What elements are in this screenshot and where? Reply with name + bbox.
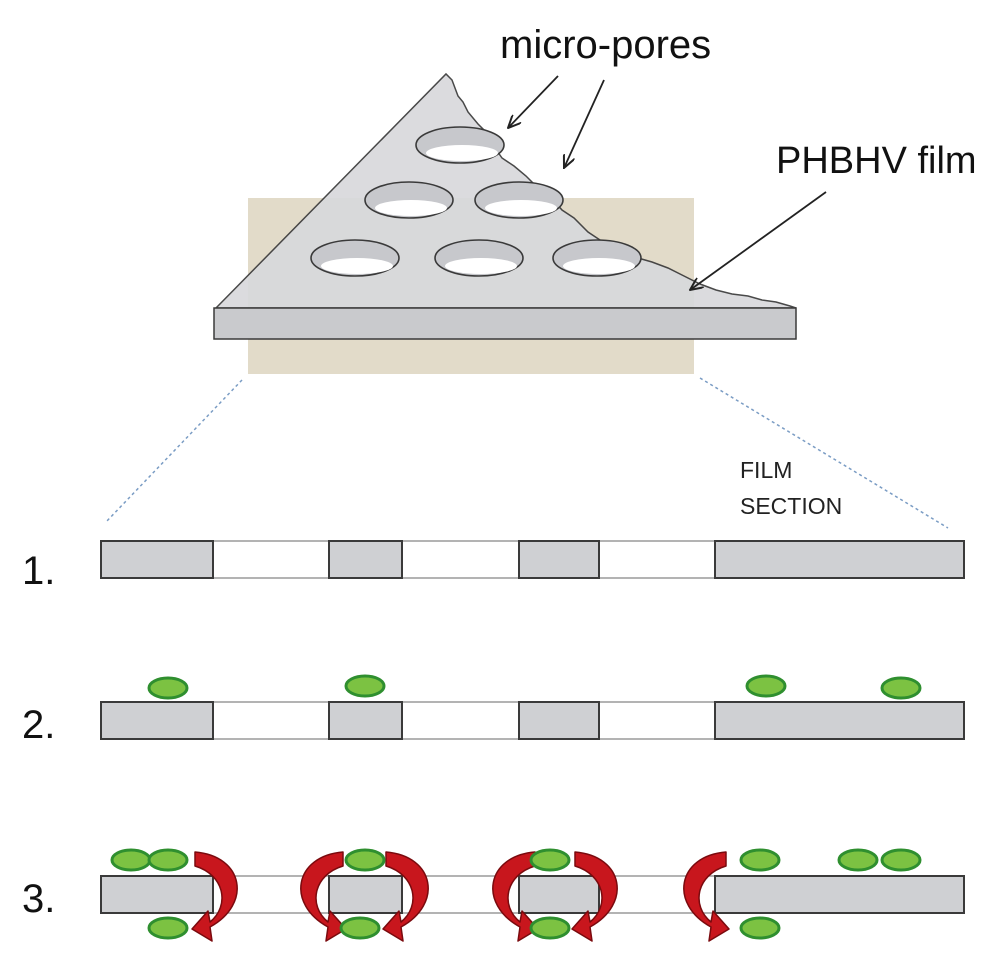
cell bbox=[147, 848, 189, 872]
step-number: 1. bbox=[22, 549, 55, 593]
curved-arrow bbox=[382, 851, 429, 942]
step-number: 3. bbox=[22, 877, 55, 921]
step-3: 3. bbox=[22, 848, 965, 942]
cell bbox=[880, 848, 922, 872]
film-segment bbox=[518, 540, 600, 579]
zoom-line-left bbox=[105, 379, 243, 523]
cell bbox=[344, 674, 386, 698]
cell bbox=[745, 674, 787, 698]
step-2: 2. bbox=[22, 674, 965, 747]
film-front-face bbox=[213, 307, 797, 340]
micro-pore bbox=[434, 239, 524, 277]
cell bbox=[529, 916, 571, 940]
curved-arrow bbox=[191, 851, 238, 942]
pointer-arrow bbox=[508, 75, 559, 128]
zoom-line-right bbox=[699, 377, 949, 529]
film-segment bbox=[714, 875, 965, 914]
micro-pore bbox=[474, 181, 564, 219]
curved-arrow bbox=[300, 851, 347, 942]
micro-pore bbox=[552, 239, 642, 277]
migration-arrows bbox=[191, 851, 730, 942]
step-number: 2. bbox=[22, 703, 55, 747]
film-segment bbox=[100, 540, 214, 579]
cell bbox=[344, 848, 386, 872]
film-segment bbox=[714, 701, 965, 740]
micro-pore bbox=[364, 181, 454, 219]
film-segment bbox=[518, 875, 600, 914]
micro-pore bbox=[310, 239, 400, 277]
micro-pores-label: micro-pores bbox=[500, 23, 711, 67]
film-segment bbox=[328, 540, 403, 579]
cell bbox=[147, 916, 189, 940]
pointer-arrow bbox=[690, 191, 827, 290]
micro-pore-holes bbox=[310, 126, 642, 277]
cell bbox=[339, 916, 381, 940]
curved-arrow bbox=[492, 851, 539, 942]
step-1: 1. bbox=[22, 540, 965, 593]
cell bbox=[739, 916, 781, 940]
film-segment bbox=[100, 875, 214, 914]
cell bbox=[147, 676, 189, 700]
film-section-label: FILM bbox=[740, 457, 792, 483]
film-segment bbox=[328, 701, 403, 740]
cell bbox=[880, 676, 922, 700]
film-segment bbox=[518, 701, 600, 740]
pointer-arrow bbox=[564, 79, 605, 168]
curved-arrow bbox=[571, 851, 618, 942]
cell bbox=[110, 848, 152, 872]
curved-arrow bbox=[683, 851, 730, 942]
film-segment bbox=[714, 540, 965, 579]
film-label: PHBHV film bbox=[776, 140, 977, 182]
cell bbox=[739, 848, 781, 872]
film-illustration: micro-pores PHBHV film bbox=[213, 23, 977, 374]
film-segment bbox=[328, 875, 403, 914]
micro-pore bbox=[415, 126, 505, 164]
film-segment bbox=[100, 701, 214, 740]
cell bbox=[837, 848, 879, 872]
film-section-label: SECTION bbox=[740, 493, 842, 519]
cell bbox=[529, 848, 571, 872]
